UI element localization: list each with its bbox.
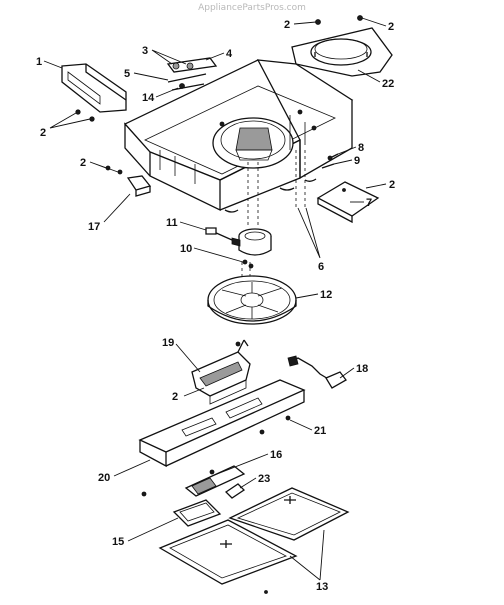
callout-15: 15 xyxy=(112,536,124,548)
callout-2: 2 xyxy=(389,179,395,191)
blower-motor xyxy=(205,227,272,269)
callout-10: 10 xyxy=(180,243,192,255)
callout-4: 4 xyxy=(226,48,233,60)
callout-11: 11 xyxy=(166,217,178,229)
callout-12: 12 xyxy=(320,289,332,301)
callout-14: 14 xyxy=(142,92,155,104)
light-lens xyxy=(172,499,222,527)
callout-17: 17 xyxy=(88,221,100,233)
callout-8: 8 xyxy=(358,142,364,154)
callout-2: 2 xyxy=(40,127,46,139)
leader-lines xyxy=(43,17,387,581)
lamp-socket xyxy=(184,465,246,499)
callout-22: 22 xyxy=(382,78,394,90)
callout-13: 13 xyxy=(316,581,328,593)
callout-7: 7 xyxy=(366,197,372,209)
damper-plate xyxy=(316,181,380,224)
duct-collar-plate xyxy=(291,15,393,77)
control-box xyxy=(191,339,251,405)
callout-1: 1 xyxy=(36,56,42,68)
callout-2: 2 xyxy=(388,21,394,33)
callout-20: 20 xyxy=(98,472,110,484)
small-bracket-left xyxy=(105,165,152,197)
callout-23: 23 xyxy=(258,473,270,485)
callout-2: 2 xyxy=(172,391,178,403)
wire-harness xyxy=(287,355,347,389)
callout-16: 16 xyxy=(270,449,282,461)
callout-21: 21 xyxy=(314,425,326,437)
grease-filters xyxy=(158,487,350,594)
callout-19: 19 xyxy=(162,337,174,349)
bottom-panel xyxy=(138,379,306,497)
callout-9: 9 xyxy=(354,155,360,167)
watermark: AppliancePartsPros.com xyxy=(198,3,306,13)
hood-housing xyxy=(123,59,354,213)
callout-3: 3 xyxy=(142,45,148,57)
callout-5: 5 xyxy=(124,68,130,80)
callout-labels: 1 2 2 2 2 2 2 3 4 5 6 7 8 9 10 11 12 13 … xyxy=(36,19,395,593)
blower-wheel xyxy=(207,275,297,325)
callout-2: 2 xyxy=(80,157,86,169)
callout-6: 6 xyxy=(318,261,324,273)
callout-2: 2 xyxy=(284,19,290,31)
mounting-bracket xyxy=(61,63,127,122)
junction-box-parts xyxy=(166,57,218,91)
callout-18: 18 xyxy=(356,363,368,375)
